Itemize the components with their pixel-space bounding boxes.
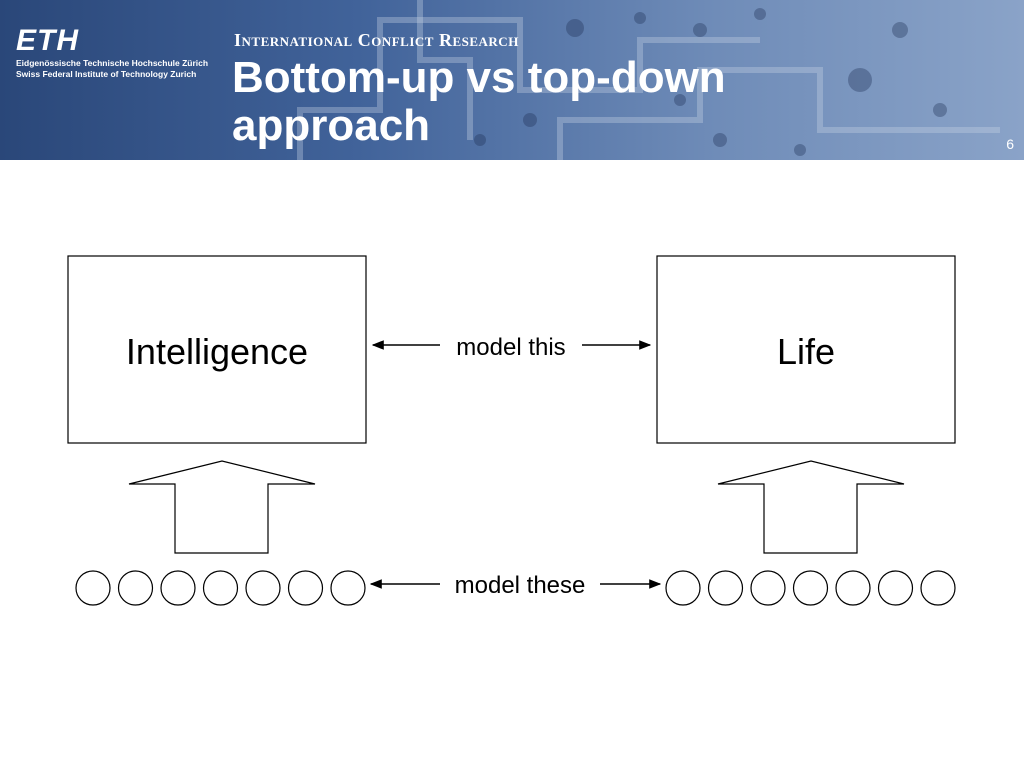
component-circle	[202, 570, 239, 606]
component-circle	[665, 570, 701, 606]
component-circle	[835, 570, 871, 606]
component-circle	[792, 570, 829, 606]
component-circle	[330, 570, 366, 606]
slide-number: 6	[1006, 136, 1014, 152]
eth-logo: ETH	[16, 24, 79, 57]
left-up-block-arrow	[128, 460, 316, 554]
component-circle	[920, 570, 956, 606]
department-subtitle: International Conflict Research	[234, 30, 519, 50]
slide-header: ETH Eidgenössische Technische Hochschule…	[0, 0, 1024, 160]
slide-title: Bottom-up vs top-down approach	[232, 53, 726, 150]
right-component-circles	[665, 570, 956, 606]
life-box	[656, 255, 956, 444]
component-circle	[160, 570, 196, 606]
right-up-block-arrow	[717, 460, 905, 554]
component-circle	[117, 570, 154, 606]
intelligence-label: Intelligence	[126, 331, 308, 372]
component-circle	[287, 570, 324, 606]
model-this-label: model this	[456, 334, 565, 361]
component-circle	[75, 570, 111, 606]
intelligence-box	[67, 255, 367, 444]
component-circle	[707, 570, 744, 606]
institution-name-german: Eidgenössische Technische Hochschule Zür…	[16, 58, 209, 68]
component-circle	[245, 570, 281, 606]
header-background-pattern	[297, 0, 1000, 160]
left-component-circles	[75, 570, 366, 606]
model-these-label: model these	[455, 572, 586, 599]
component-circle	[877, 570, 914, 606]
life-label: Life	[777, 331, 835, 372]
institution-name-english: Swiss Federal Institute of Technology Zu…	[16, 69, 197, 79]
component-circle	[750, 570, 786, 606]
